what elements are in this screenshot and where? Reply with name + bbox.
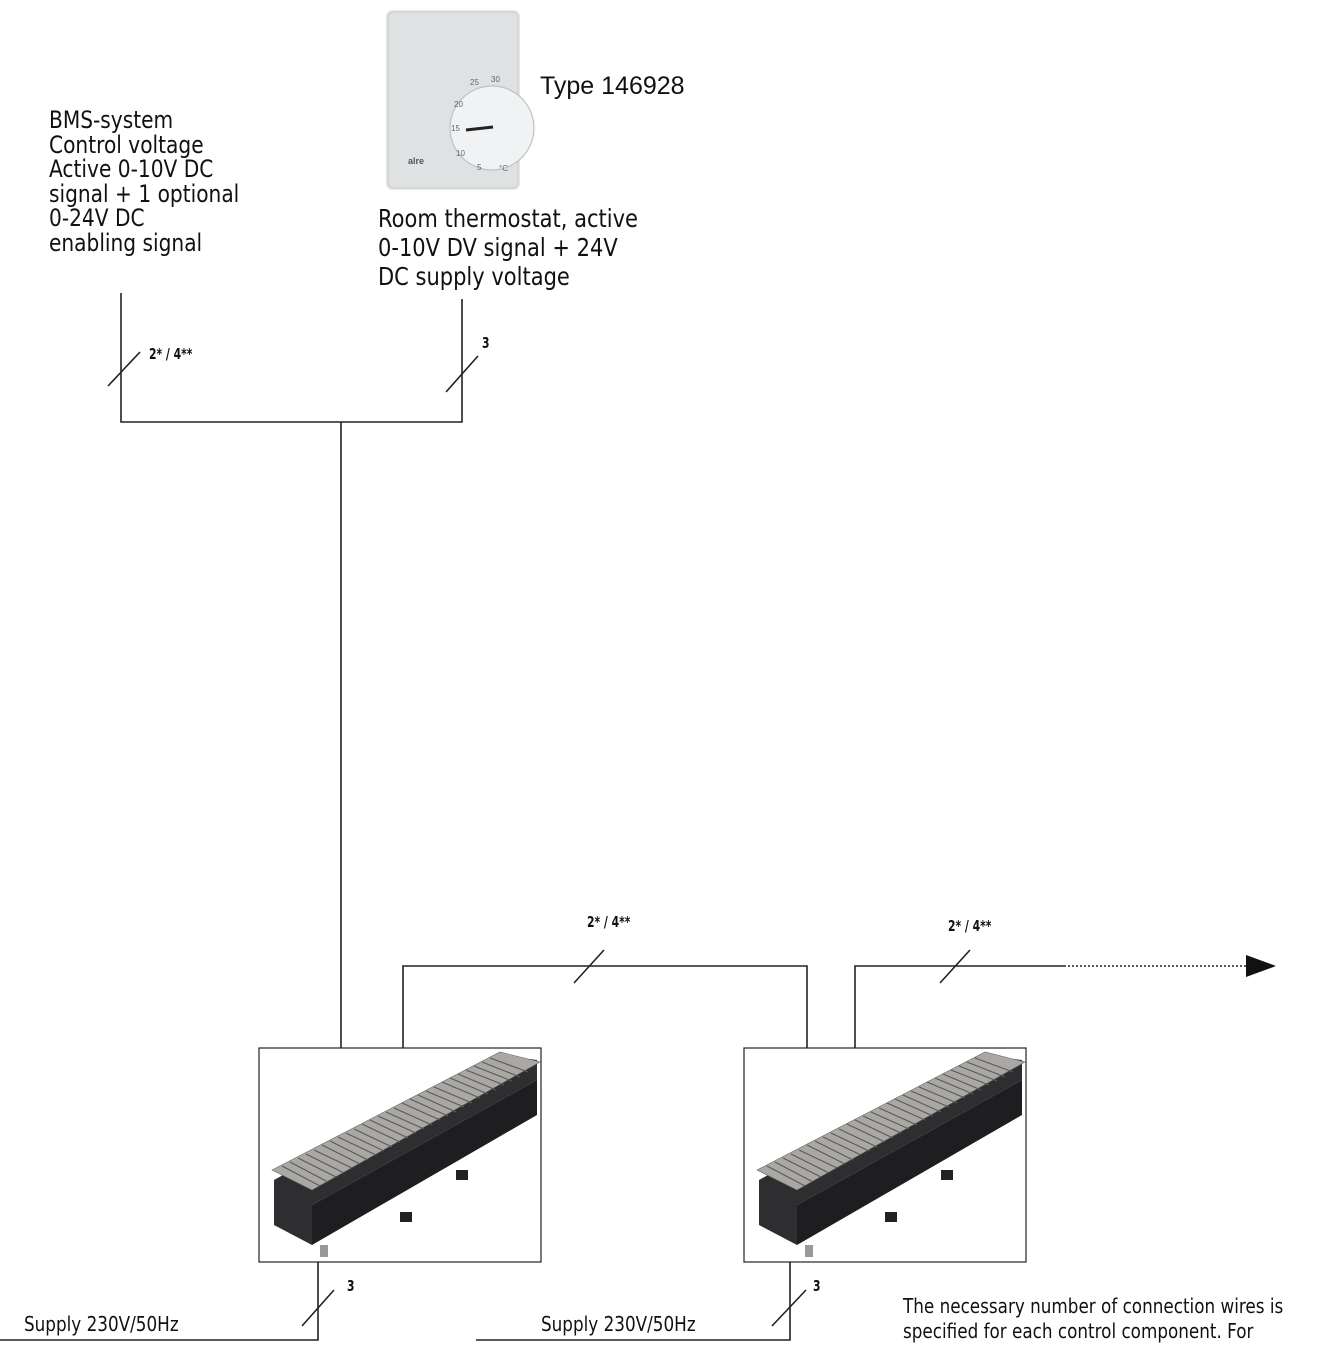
bms-description: BMS-system Control voltage Active 0-10V …: [49, 108, 239, 255]
thermostat-image: [386, 10, 535, 190]
arrow-head-icon: [1246, 955, 1276, 977]
link-wire-2: [854, 965, 1064, 1048]
dial-tick-20: 20: [454, 100, 463, 109]
room-thermostat-line: 0-10V DV signal + 24V: [378, 233, 618, 262]
supply-label-2: Supply 230V/50Hz: [541, 1312, 696, 1336]
convector-image-1: [271, 1051, 541, 1257]
supply-wire-2: [476, 1262, 791, 1341]
room-thermostat-line: Room thermostat, active: [378, 204, 638, 233]
bms-wire: [120, 293, 463, 423]
connection-note: The necessary number of connection wires…: [903, 1294, 1284, 1343]
convector-image-2: [756, 1051, 1026, 1257]
dial-tick-15: 15: [451, 124, 460, 133]
wire-count-link-1: 2* / 4**: [587, 913, 631, 931]
dial-tick-unit: °C: [499, 164, 508, 173]
dial-tick-30: 30: [491, 75, 500, 84]
thermostat-type-label: Type 146928: [540, 72, 685, 100]
room-thermostat-description: Room thermostat, active 0-10V DV signal …: [378, 204, 638, 291]
dial-tick-5: 5: [477, 163, 482, 172]
wire-count-link-2: 2* / 4**: [948, 917, 992, 935]
bms-line: BMS-system: [49, 106, 174, 134]
room-thermostat-line: DC supply voltage: [378, 262, 570, 291]
bms-line: Active 0-10V DC: [49, 155, 214, 183]
bms-line: enabling signal: [49, 228, 203, 257]
bms-line: Control voltage: [49, 130, 204, 159]
wire-count-thermostat: 3: [482, 334, 490, 352]
dial-tick-25: 25: [470, 78, 479, 87]
bms-line: signal + 1 optional: [49, 179, 240, 208]
wire-count-supply-1: 3: [347, 1277, 355, 1295]
link-wire-1: [402, 965, 808, 1048]
supply-wire-1: [0, 1262, 319, 1341]
wire-count-bms: 2* / 4**: [149, 345, 193, 363]
bms-line: 0-24V DC: [49, 204, 145, 232]
dial-tick-10: 10: [456, 149, 465, 158]
wire-count-supply-2: 3: [813, 1277, 821, 1295]
supply-label-1: Supply 230V/50Hz: [24, 1312, 179, 1336]
thermostat-brand: alre: [408, 156, 425, 166]
